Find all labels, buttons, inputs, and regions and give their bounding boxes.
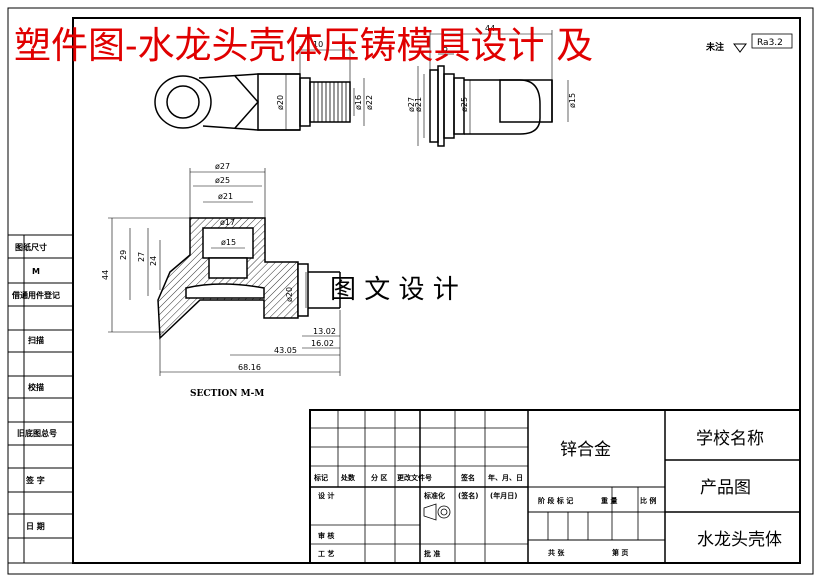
section-label: SECTION M-M (190, 389, 264, 399)
standard-label: 标准化 (423, 491, 445, 500)
title-block (309, 409, 801, 564)
top-view-dims (285, 46, 365, 130)
drawing-type: 产品图 (700, 478, 751, 498)
dim-right-d27: ø27 (407, 97, 416, 112)
dim-right-d25: ø25 (460, 97, 469, 112)
strip-label-borrow: 借通用件登记 (11, 290, 60, 300)
dim-top-d16: ø16 (354, 95, 363, 110)
strip-label-date: 日 期 (26, 521, 45, 531)
dim-sec-24: 24 (149, 256, 158, 266)
strip-label-old-number: 旧底图总号 (17, 428, 57, 438)
rev-header-mark: 标记 (313, 473, 328, 482)
total-sheets-label: 共 张 (548, 548, 565, 557)
dim-right-5: 5 (443, 44, 448, 53)
craft-label: 工 艺 (318, 549, 334, 558)
scale-label: 比 例 (640, 496, 656, 505)
dim-sec-1302: 13.02 (313, 327, 336, 336)
date-label: (年月日) (490, 491, 517, 500)
dim-sec-1602: 16.02 (311, 339, 334, 348)
banner-title: 塑件图-水龙头壳体压铸模具设计 及 (14, 24, 593, 67)
dim-sec-d20: ø20 (285, 287, 294, 302)
weight-label: 重 量 (601, 496, 617, 505)
section-view (157, 217, 341, 340)
review-label: 审 核 (318, 531, 334, 540)
rev-header-zone: 分 区 (371, 473, 387, 482)
dim-sec-6816: 68.16 (238, 363, 261, 372)
sign-label: (签名) (458, 491, 478, 500)
sheet-number-label: 第 页 (612, 548, 628, 557)
rev-header-date: 年、月、日 (488, 473, 523, 482)
dim-sec-27: 27 (137, 252, 146, 262)
dim-sec-d17: ø17 (220, 218, 235, 227)
strip-label-check: 校描 (28, 382, 44, 392)
rev-header-count: 处数 (340, 473, 356, 482)
projection-symbol-icon (423, 503, 451, 521)
approve-label: 批 准 (424, 549, 440, 558)
strip-label-m: M (32, 267, 40, 276)
left-strip (7, 234, 74, 564)
dim-right-d21: ø21 (414, 97, 423, 112)
dim-top-d20: ø20 (276, 95, 285, 110)
top-view (154, 73, 351, 131)
part-name: 水龙头壳体 (697, 530, 782, 550)
dim-top-d22: ø22 (365, 95, 374, 110)
roughness-symbol-icon (733, 43, 747, 53)
dim-top-10: 10 (313, 40, 323, 49)
dim-sec-29: 29 (119, 250, 128, 260)
note-text: 未注 (705, 41, 724, 53)
right-view-dims (417, 30, 569, 146)
roughness-note: 未注 Ra3.2 (705, 33, 793, 53)
right-view (429, 65, 553, 147)
school-name: 学校名称 (696, 429, 764, 449)
watermark-text: 图 文 设 计 (330, 275, 459, 305)
material-text: 锌合金 (560, 440, 611, 460)
rev-header-file: 更改文件号 (397, 473, 432, 482)
strip-label-scan: 扫描 (28, 335, 44, 345)
stage-label: 阶 段 标 记 (538, 496, 573, 505)
dim-sec-d27: ø27 (215, 162, 230, 171)
roughness-value: Ra3.2 (757, 38, 783, 48)
dim-sec-d21: ø21 (218, 192, 233, 201)
strip-label-sign: 签 字 (25, 475, 45, 485)
section-dims (108, 168, 341, 376)
design-label: 设 计 (318, 491, 334, 500)
strip-label-sheet-size: 图纸尺寸 (15, 242, 47, 252)
dim-right-44: 44 (485, 24, 495, 33)
dim-sec-44: 44 (101, 270, 110, 280)
dim-sec-d15: ø15 (221, 238, 236, 247)
rev-header-sign: 签名 (460, 473, 475, 482)
dim-right-d15: ø15 (568, 93, 577, 108)
dim-sec-4305: 43.05 (274, 346, 297, 355)
dim-sec-d25: ø25 (215, 176, 230, 185)
